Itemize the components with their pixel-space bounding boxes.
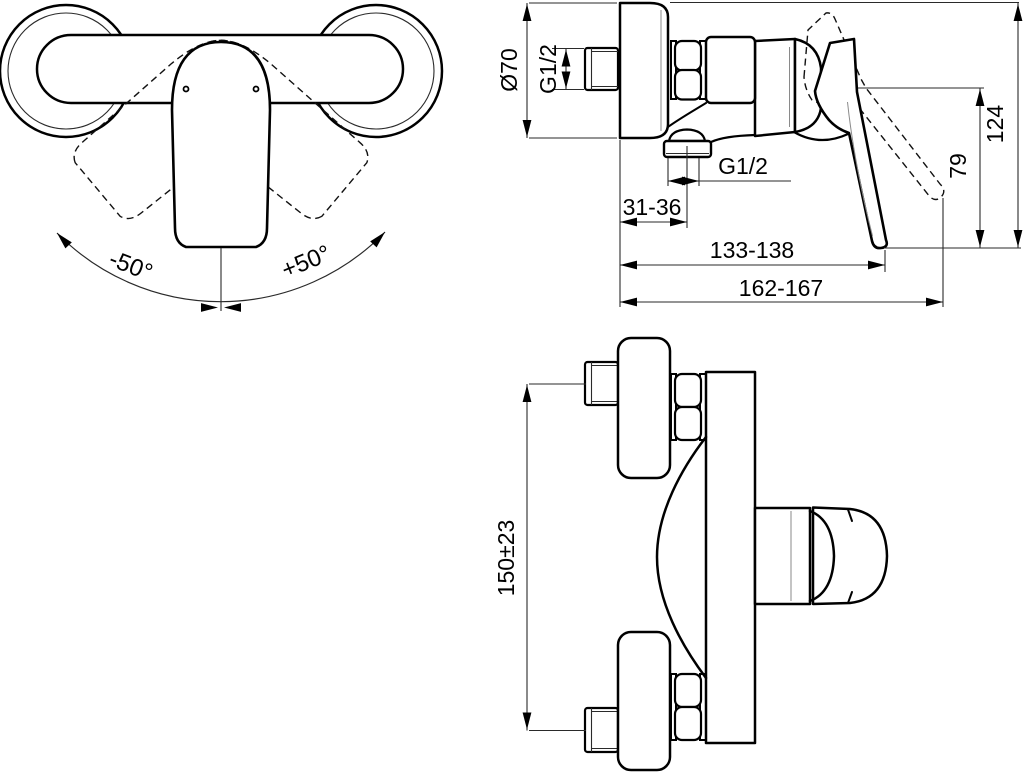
wall-escutcheon-side — [618, 1, 670, 140]
handle-highlight-line — [847, 101, 873, 237]
dimension-arrow — [1013, 4, 1023, 21]
union-nut-face — [673, 68, 703, 101]
cartridge-dome-top-view — [808, 509, 836, 603]
side-view: Ø70 G1/2 G1/2 31-36 133-138 162-167 — [496, 1, 1023, 307]
dimension-arrow — [1013, 230, 1023, 247]
handle-cap-top-view — [811, 506, 889, 606]
handle-drop-label: 79 — [945, 153, 971, 179]
dimension-arrow — [561, 71, 571, 89]
depth-handle-up-label: 162-167 — [739, 275, 823, 301]
dimension-arrow — [561, 49, 571, 67]
body-underside-contour — [709, 133, 757, 144]
handle-pivot-dot-left — [182, 85, 190, 93]
cap-corner-tick — [847, 508, 853, 522]
swing-left-label: -50° — [105, 245, 156, 286]
dimension-arrow — [201, 303, 218, 312]
top-view: 150±23 — [493, 336, 889, 772]
outlet-thread-label: G1/2 — [718, 153, 768, 179]
dimension-arrow — [224, 303, 241, 312]
cap-corner-tick — [847, 591, 853, 604]
dimension-arrow — [522, 120, 532, 137]
union-nut-face — [673, 705, 703, 742]
inlet-thread-label: G1/2 — [535, 44, 561, 94]
dimension-arrow — [868, 260, 885, 270]
union-nut-plate — [670, 373, 677, 441]
dimension-arrow — [522, 385, 532, 402]
dimension-arrow — [926, 297, 943, 307]
handle-ghost-raised — [803, 12, 945, 201]
connection-centres-label: 150±23 — [493, 520, 519, 597]
cartridge-housing — [753, 506, 812, 606]
dimension-arrow — [975, 230, 985, 247]
handle-lever-side — [813, 37, 889, 250]
escutcheon-diameter-label: Ø70 — [496, 48, 522, 91]
union-nut-plate — [670, 673, 677, 741]
depth-handle-down-label: 133-138 — [710, 237, 794, 263]
dimension-arrow — [370, 228, 389, 248]
dimension-arrow — [620, 297, 637, 307]
outlet-offset-label: 31-36 — [623, 194, 682, 220]
union-nut-face — [673, 372, 703, 409]
inlet-nipple — [583, 46, 620, 92]
union-nut-plate — [670, 40, 677, 100]
union-nut-face — [673, 672, 703, 709]
outlet-lip — [667, 128, 707, 143]
front-view: -50° +50° — [0, 3, 444, 312]
dimension-arrow — [522, 712, 532, 730]
dimension-arrow — [975, 89, 985, 106]
union-nut-face — [673, 39, 703, 72]
body-silhouette-curve — [655, 435, 708, 680]
eccentric-flange-top — [616, 336, 672, 480]
handle-pivot-dot-right — [252, 85, 260, 93]
handle-skirt — [792, 130, 850, 142]
mounting-block — [704, 35, 757, 105]
body-plate-top-view — [704, 370, 757, 745]
dimension-arrow — [522, 4, 532, 21]
body-underside-curve — [667, 102, 707, 128]
overall-height-label: 124 — [982, 105, 1008, 144]
dimension-arrow — [53, 229, 72, 249]
swing-right-label: +50° — [278, 240, 335, 284]
inlet-nipple-bottom — [583, 706, 620, 754]
eccentric-flange-bottom — [616, 630, 672, 772]
dimension-arrow — [682, 176, 699, 186]
union-nut-face — [673, 405, 703, 442]
swing-arc — [56, 231, 386, 303]
dimension-arrow — [620, 260, 637, 270]
inlet-nipple-top — [583, 360, 620, 407]
handle-lever-front — [170, 40, 272, 249]
